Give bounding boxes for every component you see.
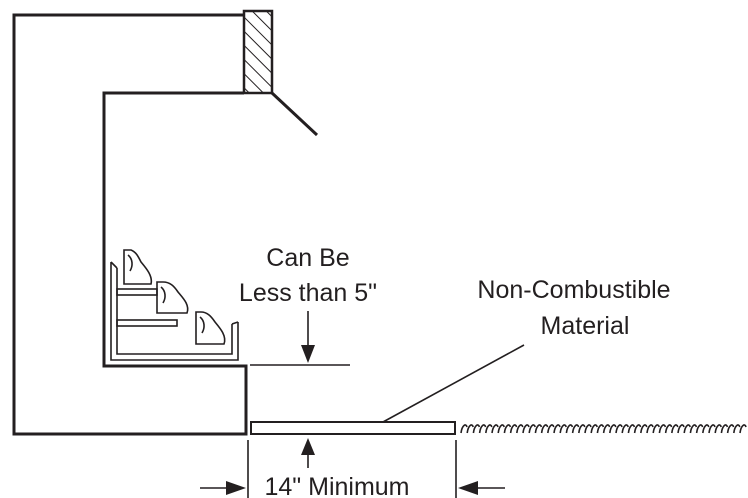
- grate-shelf-lower: [116, 319, 178, 327]
- arrow-up-icon: [301, 438, 315, 455]
- hood-edge: [270, 91, 319, 137]
- hearth-label-line2: Material: [541, 312, 630, 340]
- log-middle: [156, 281, 189, 314]
- min-depth-label: 14" Minimum: [264, 473, 409, 498]
- arrow-right-icon: [226, 481, 246, 495]
- clearance-callout: Can Be Less than 5": [239, 244, 377, 366]
- log-upper: [123, 249, 153, 285]
- clearance-label-line1: Can Be: [266, 244, 349, 272]
- clearance-label-line2: Less than 5": [239, 279, 377, 307]
- firebox: [110, 261, 239, 361]
- hearth-callout: Non-Combustible Material: [382, 276, 671, 423]
- carpet-flooring: [460, 424, 747, 434]
- fireplace-body: [12, 13, 248, 436]
- wall-section: [242, 9, 319, 137]
- clearance-arrow-icon: [301, 345, 315, 363]
- arrow-left-icon: [458, 481, 478, 495]
- hearth-leader-line: [382, 344, 525, 423]
- log-lower: [195, 311, 226, 345]
- hearth-pad: [250, 421, 456, 435]
- hearth-label-line1: Non-Combustible: [477, 276, 670, 304]
- minimum-depth-dimension: 14" Minimum: [200, 438, 505, 498]
- grate-shelf-upper: [116, 288, 158, 296]
- log-grate: [116, 288, 178, 327]
- logs: [123, 249, 226, 345]
